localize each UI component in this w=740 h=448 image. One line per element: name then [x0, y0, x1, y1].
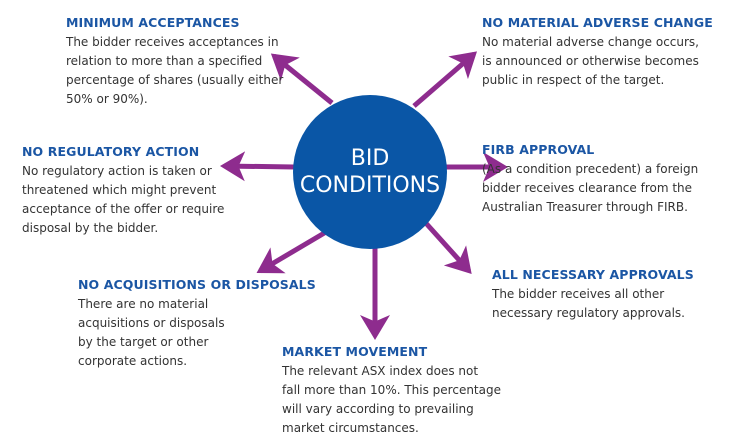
- center-label: BID CONDITIONS: [293, 95, 447, 249]
- condition-title: MINIMUM ACCEPTANCES: [66, 15, 240, 30]
- condition-no-regulatory-action: NO REGULATORY ACTION No regulatory actio…: [22, 144, 224, 238]
- arrow-to-no-regulatory-action: [220, 151, 295, 182]
- condition-title: FIRB APPROVAL: [482, 142, 595, 157]
- center-label-line1: BID: [350, 146, 390, 171]
- condition-market-movement: MARKET MOVEMENT The relevant ASX index d…: [282, 344, 501, 438]
- center-circle: [293, 95, 447, 249]
- condition-no-material-adverse-change: NO MATERIAL ADVERSE CHANGE No material a…: [482, 15, 713, 90]
- condition-title: ALL NECESSARY APPROVALS: [492, 267, 694, 282]
- condition-title: NO MATERIAL ADVERSE CHANGE: [482, 15, 713, 30]
- condition-title: NO ACQUISITIONS OR DISPOSALS: [78, 277, 316, 292]
- arrow-to-no-acquisitions: [256, 229, 328, 274]
- condition-no-acquisitions-or-disposals: NO ACQUISITIONS OR DISPOSALS There are n…: [78, 277, 316, 371]
- condition-firb-approval: FIRB APPROVAL (As a condition precedent)…: [482, 142, 698, 217]
- condition-title: MARKET MOVEMENT: [282, 344, 428, 359]
- center-label-line2: CONDITIONS: [299, 173, 441, 198]
- condition-text: No material adverse change occurs,is ann…: [482, 35, 699, 87]
- arrow-to-no-material-adverse-change: [412, 51, 478, 108]
- arrow-to-minimum-acceptances: [270, 53, 334, 105]
- arrow-to-all-necessary-approvals: [422, 219, 472, 274]
- condition-title: NO REGULATORY ACTION: [22, 144, 200, 159]
- condition-all-necessary-approvals: ALL NECESSARY APPROVALS The bidder recei…: [492, 267, 694, 323]
- condition-minimum-acceptances: MINIMUM ACCEPTANCES The bidder receives …: [66, 15, 283, 109]
